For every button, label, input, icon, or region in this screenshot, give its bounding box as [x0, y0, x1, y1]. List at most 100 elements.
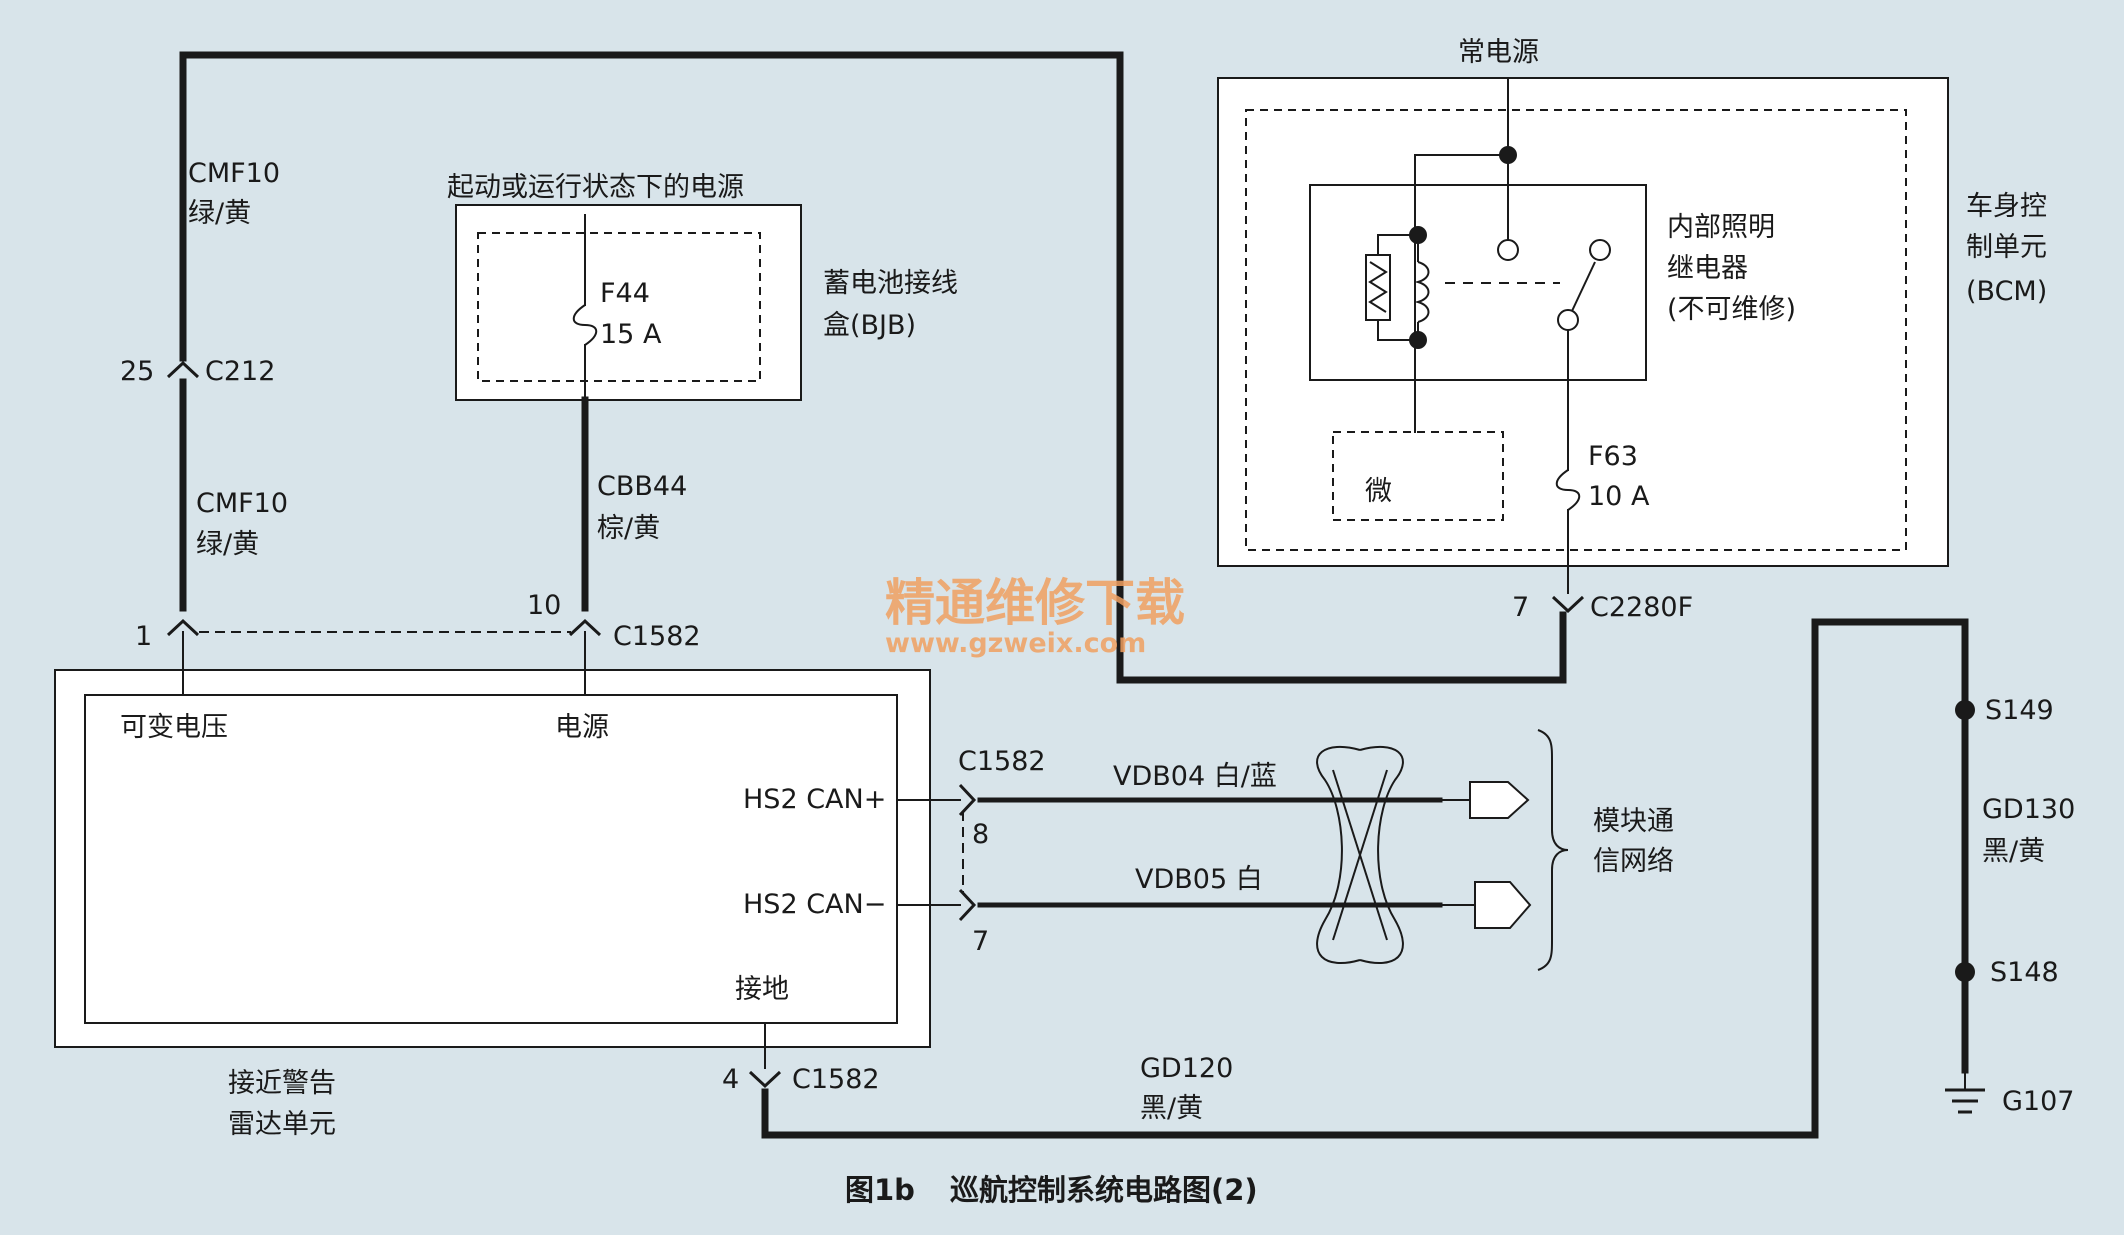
wire-gd120	[761, 618, 1969, 1139]
fuse-f63-icon	[1555, 469, 1581, 511]
figure-title: 巡航控制系统电路图(2)	[950, 1173, 1258, 1207]
label-vdb05: VDB05 白	[1135, 864, 1263, 895]
connector-c1582-pin7-icon	[958, 888, 977, 922]
wires	[179, 51, 1969, 1139]
label-vdb04: VDB04 白/蓝	[1113, 761, 1277, 792]
label-bjb-line2: 盒(BJB)	[823, 310, 916, 341]
connector-c1582-pin10-icon	[568, 618, 602, 637]
label-c1582-mid: C1582	[958, 746, 1046, 777]
micro-box	[1332, 431, 1504, 521]
label-cbb44-color: 棕/黄	[597, 513, 660, 544]
bjb-box	[455, 204, 802, 401]
label-ground: 接地	[735, 974, 789, 1005]
label-gd120: GD120	[1140, 1053, 1233, 1084]
label-gd130-color: 黑/黄	[1982, 836, 2045, 867]
label-f44: F44	[600, 278, 650, 309]
label-pin7-mid: 7	[972, 926, 989, 957]
label-variable-voltage: 可变电压	[120, 712, 228, 743]
boxes	[54, 77, 1949, 1048]
wire-coil-loop-top	[1377, 234, 1419, 256]
label-constant-power: 常电源	[1458, 37, 1539, 68]
label-g107: G107	[2002, 1086, 2074, 1117]
junctions	[1409, 146, 1975, 982]
label-hs2-can-plus: HS2 CAN+	[743, 784, 886, 815]
network-bracket-icon	[1537, 729, 1569, 971]
label-relay-line2: 继电器	[1667, 253, 1748, 284]
label-pin4: 4	[722, 1064, 739, 1095]
twisted-pair-icon	[1316, 745, 1404, 965]
connectors	[166, 360, 1585, 1089]
splice-s148-dot	[1955, 962, 1975, 982]
label-cmf10-top-color: 绿/黄	[188, 198, 251, 229]
label-network-line1: 模块通	[1593, 806, 1674, 837]
connector-c1582-pin4-icon	[748, 1070, 782, 1089]
fuses	[572, 304, 1581, 511]
fuse-f44-icon	[572, 304, 598, 346]
label-bcm-line3: (BCM)	[1966, 276, 2047, 307]
relay-internals	[1365, 235, 1611, 340]
figure-number: 图1b	[845, 1173, 915, 1207]
can-minus-terminal-icon	[1474, 881, 1532, 929]
label-cbb44: CBB44	[597, 471, 687, 502]
splice-s149-dot	[1955, 700, 1975, 720]
connector-c2280f-icon	[1551, 595, 1585, 614]
bcm-inner-dashed	[1245, 109, 1907, 551]
watermark-url: www.gzweix.com	[885, 628, 1146, 659]
relay-contact-arm-bottom-icon	[1557, 309, 1579, 331]
radar-box	[54, 669, 931, 1048]
label-gd120-color: 黑/黄	[1140, 1093, 1203, 1124]
relay-contact-fixed-icon	[1497, 239, 1519, 261]
connector-c1582-pin8-icon	[958, 783, 977, 817]
radar-inner-box	[84, 694, 898, 1024]
labels: CMF10 绿/黄 起动或运行状态下的电源 F44 15 A 蓄电池接线 盒(B…	[120, 37, 2075, 1140]
label-f63: F63	[1588, 441, 1638, 472]
ground-symbol-icon	[1945, 1088, 1985, 1114]
label-pin1: 1	[135, 621, 152, 652]
relay-diode-zigzag-icon	[1368, 261, 1388, 313]
label-relay-line1: 内部照明	[1667, 212, 1775, 243]
label-cmf10-top: CMF10	[188, 158, 280, 189]
label-s148: S148	[1990, 957, 2059, 988]
relay-box	[1309, 184, 1647, 381]
label-pin25: 25	[120, 356, 154, 387]
label-hs2-can-minus: HS2 CAN−	[743, 889, 886, 920]
wire-coil-loop-bottom	[1377, 319, 1419, 341]
bjb-inner-dashed	[477, 232, 761, 382]
label-pin8: 8	[972, 819, 989, 850]
label-pin7-top: 7	[1512, 592, 1529, 623]
label-radar-line1: 接近警告	[228, 1068, 336, 1099]
label-f44-rating: 15 A	[600, 319, 662, 350]
label-c1582-top: C1582	[613, 621, 701, 652]
label-bcm-line1: 车身控	[1966, 191, 2047, 222]
label-c212: C212	[205, 356, 275, 387]
label-cmf10-bottom-color: 绿/黄	[196, 529, 259, 560]
relay-coil-icon	[1414, 261, 1430, 323]
label-pin10: 10	[527, 590, 561, 621]
label-network-line2: 信网络	[1593, 846, 1674, 877]
relay-switch-arm-icon	[1571, 261, 1596, 312]
label-c1582-bottom: C1582	[792, 1064, 880, 1095]
can-plus-terminal-icon	[1469, 781, 1530, 819]
label-ignition-power: 起动或运行状态下的电源	[447, 172, 744, 203]
label-bjb-line1: 蓄电池接线	[823, 268, 958, 299]
label-f63-rating: 10 A	[1588, 481, 1650, 512]
label-relay-line3: (不可维修)	[1667, 294, 1796, 325]
label-micro: 微	[1365, 476, 1392, 507]
label-power: 电源	[555, 712, 609, 743]
label-s149: S149	[1985, 695, 2054, 726]
watermark-cn: 精通维修下载	[885, 574, 1185, 632]
relay-contact-arm-top-icon	[1589, 239, 1611, 261]
label-bcm-line2: 制单元	[1966, 232, 2047, 263]
label-radar-line2: 雷达单元	[228, 1109, 336, 1140]
junction-dot	[1409, 226, 1427, 244]
wire-cmf10-top	[179, 51, 1567, 684]
connector-c212-icon	[166, 360, 200, 379]
label-gd130: GD130	[1982, 794, 2075, 825]
label-c2280f: C2280F	[1590, 592, 1693, 623]
junction-dot	[1409, 331, 1427, 349]
can-terminals	[1469, 781, 1532, 929]
connector-c1582-pin1-icon	[166, 618, 200, 637]
label-cmf10-bottom: CMF10	[196, 488, 288, 519]
